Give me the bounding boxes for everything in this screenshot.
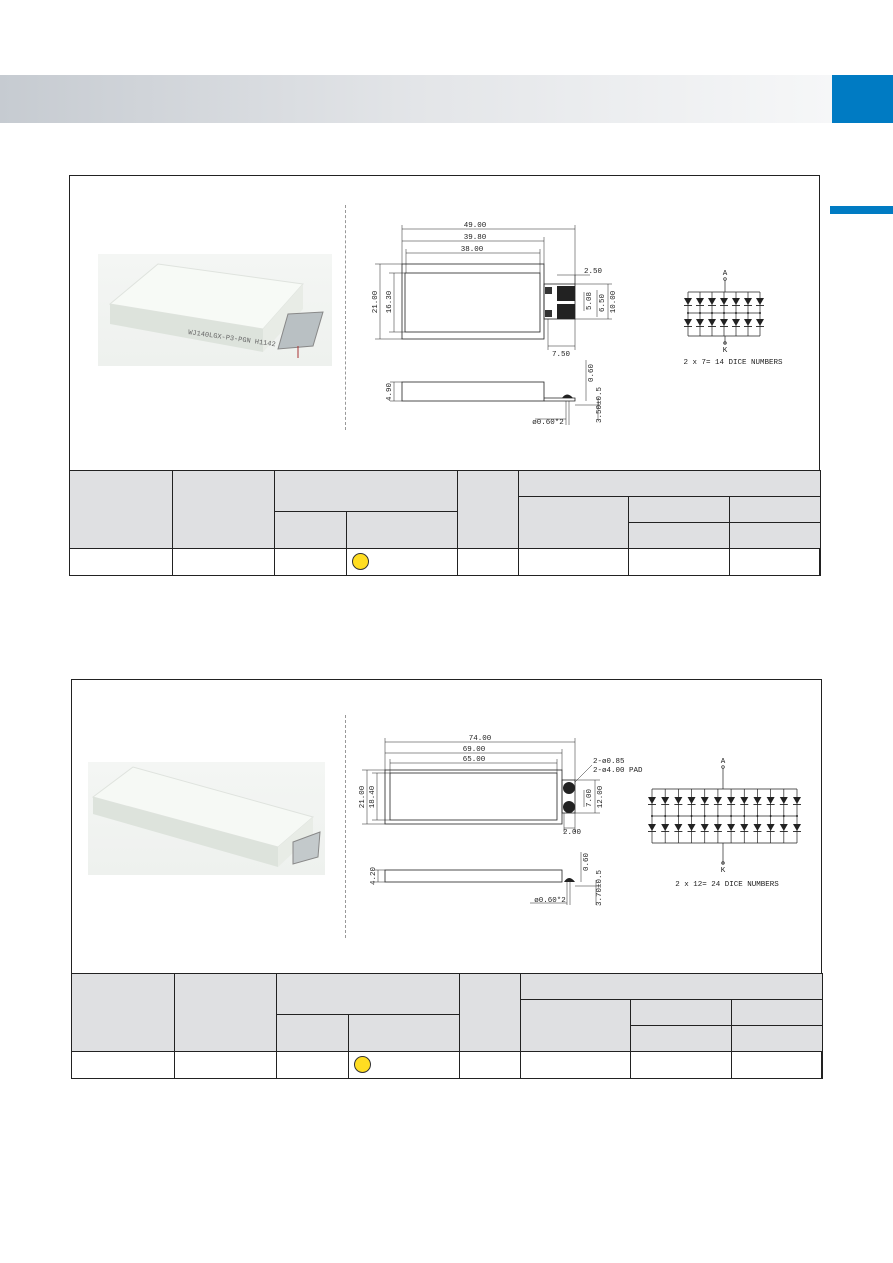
cell	[630, 1051, 732, 1079]
led-module-image: WJ140LGX-P3-PGN H1142	[108, 263, 324, 358]
header-cell	[728, 496, 822, 523]
header-cell	[174, 973, 277, 1052]
spec-table-1	[69, 470, 822, 576]
header-cell	[172, 470, 275, 549]
header-cell	[346, 511, 458, 549]
header-cell	[520, 999, 631, 1052]
spec-table-2	[71, 973, 824, 1079]
header-cell	[728, 522, 822, 549]
header-bar	[0, 75, 832, 123]
header-cell	[628, 496, 730, 523]
header-accent-block	[832, 75, 893, 123]
header-cell	[628, 522, 730, 549]
cell	[276, 1051, 349, 1079]
cell	[346, 548, 458, 576]
header-group-cell	[519, 973, 824, 1000]
led-module-image	[91, 766, 321, 867]
cell	[348, 1051, 460, 1079]
divider	[345, 715, 346, 938]
divider	[345, 205, 346, 430]
header-cell	[348, 1014, 460, 1052]
cell	[520, 1051, 631, 1079]
cell	[172, 548, 275, 576]
header-group-cell	[276, 973, 460, 1015]
header-cell	[730, 1025, 824, 1052]
header-group-cell	[517, 470, 822, 497]
product-photo-2	[88, 762, 325, 875]
cell	[730, 1051, 824, 1079]
header-cell	[630, 999, 732, 1026]
status-indicator-icon	[354, 1056, 371, 1074]
cell	[457, 548, 519, 576]
cell	[174, 1051, 277, 1079]
header-group-cell	[274, 470, 458, 512]
header-cell	[457, 470, 519, 549]
cell	[628, 548, 730, 576]
header-cell	[459, 973, 521, 1052]
header-cell	[730, 999, 824, 1026]
cell	[518, 548, 629, 576]
cell	[71, 1051, 175, 1079]
cell	[69, 548, 173, 576]
header-cell	[630, 1025, 732, 1052]
cell	[274, 548, 347, 576]
cell	[459, 1051, 521, 1079]
side-tab-marker	[830, 206, 893, 214]
header-cell	[71, 973, 175, 1052]
header-cell	[518, 496, 629, 549]
header-cell	[69, 470, 173, 549]
cell	[728, 548, 822, 576]
header-cell	[276, 1014, 349, 1052]
status-indicator-icon	[352, 553, 369, 571]
header-cell	[274, 511, 347, 549]
product-photo-1: WJ140LGX-P3-PGN H1142	[98, 254, 332, 366]
